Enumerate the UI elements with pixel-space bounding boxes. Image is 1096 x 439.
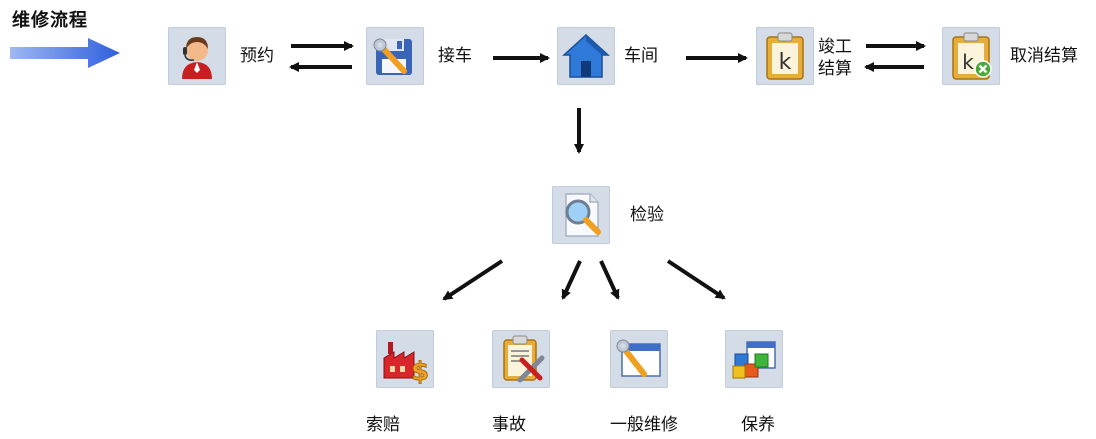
- workshop-label: 车间: [624, 46, 658, 66]
- accident-node[interactable]: [492, 330, 550, 388]
- arrow-inspection-to-general: [599, 260, 620, 300]
- clipboard-k-cancel-icon: k: [952, 32, 992, 80]
- arrow-inspection-to-claim: [442, 259, 504, 301]
- appointment-node[interactable]: [168, 27, 226, 85]
- appointment-label: 预约: [240, 46, 274, 66]
- general-repair-node[interactable]: [610, 330, 668, 388]
- general-repair-label: 一般维修: [610, 415, 678, 435]
- claim-node[interactable]: $: [376, 330, 434, 388]
- inspection-label: 检验: [630, 205, 664, 225]
- cancel-settlement-label: 取消结算: [1010, 46, 1078, 66]
- cancel-settlement-node[interactable]: k: [942, 27, 1000, 85]
- svg-text:k: k: [779, 50, 792, 75]
- reception-node[interactable]: [366, 27, 424, 85]
- factory-dollar-icon: $: [383, 342, 429, 384]
- accident-label: 事故: [492, 415, 526, 435]
- lead-arrow-icon: [10, 38, 120, 68]
- completion-node[interactable]: k: [756, 27, 814, 85]
- window-wrench-icon: [616, 339, 661, 377]
- svg-text:$: $: [411, 357, 429, 384]
- clipboard-tools-icon: [503, 335, 545, 383]
- svg-text:k: k: [962, 50, 974, 74]
- completion-label: 竣工 结算: [818, 37, 852, 79]
- arrow-inspection-to-accident: [561, 260, 582, 300]
- maintenance-node[interactable]: [725, 330, 783, 388]
- claim-label: 索赔: [366, 415, 400, 435]
- person-headset-icon: [182, 37, 212, 79]
- arrow-inspection-to-maintenance: [666, 259, 726, 300]
- inspection-node[interactable]: [552, 186, 610, 244]
- magnifier-document-icon: [565, 193, 601, 237]
- workshop-node[interactable]: [557, 27, 615, 85]
- house-icon: [562, 33, 610, 78]
- page-title: 维修流程: [12, 10, 88, 31]
- blocks-window-icon: [732, 341, 776, 379]
- reception-label: 接车: [438, 46, 472, 66]
- clipboard-k-icon: k: [766, 32, 804, 80]
- floppy-wrench-icon: [373, 38, 412, 75]
- maintenance-label: 保养: [741, 415, 775, 435]
